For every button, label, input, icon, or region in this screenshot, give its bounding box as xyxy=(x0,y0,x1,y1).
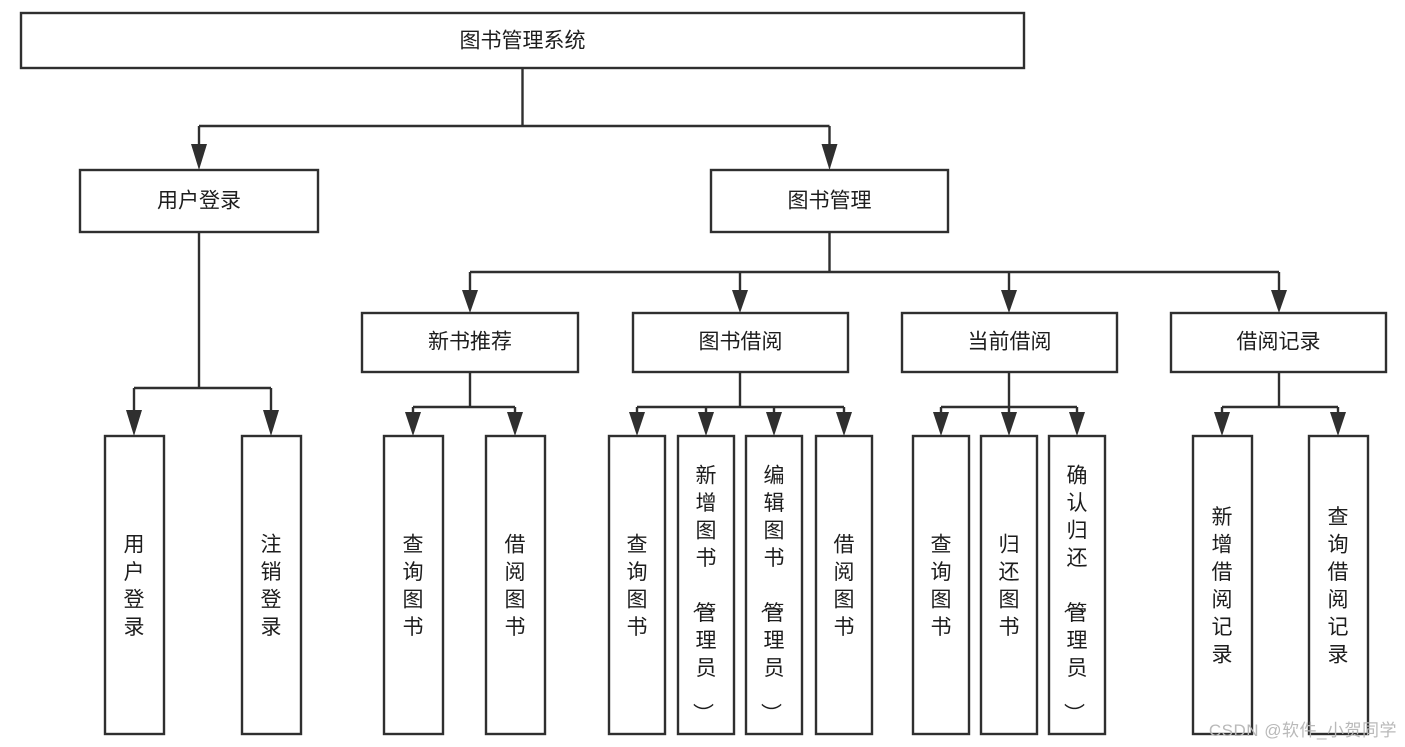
leaf-newbook-borrow-book-label: 借阅图书 xyxy=(505,533,526,639)
leaf-record-add-label: 新增借阅记录 xyxy=(1212,506,1233,667)
leaf-newbook-query-book[interactable]: 查询图书 xyxy=(382,434,445,736)
node-book-management-box[interactable] xyxy=(709,168,950,234)
arrow-head-leaf-current-confirm xyxy=(1069,412,1085,436)
arrow-head-leaf-borrow-lend xyxy=(836,412,852,436)
leaf-user-login[interactable]: 用户登录 xyxy=(103,434,166,736)
node-root-book-management-system[interactable]: 图书管理系统 xyxy=(19,11,1026,70)
node-book-borrow-box[interactable] xyxy=(631,311,850,374)
node-root-label: 图书管理系统 xyxy=(460,30,586,53)
node-book-borrow-label: 图书借阅 xyxy=(699,331,783,354)
node-current-borrow-label: 当前借阅 xyxy=(968,331,1052,354)
csdn-watermark: CSDN @软件_小贺同学 xyxy=(1208,721,1397,740)
connector-group-new-book-recommend xyxy=(405,372,523,436)
node-current-borrow-box[interactable] xyxy=(900,311,1119,374)
leaf-user-login-box[interactable] xyxy=(103,434,166,736)
leaf-borrow-edit-book-box[interactable] xyxy=(744,434,804,736)
leaf-borrow-lend-book-box[interactable] xyxy=(814,434,874,736)
leaf-user-login-label: 用户登录 xyxy=(124,533,145,639)
leaf-record-query-box[interactable] xyxy=(1307,434,1370,736)
arrow-head-borrow-record xyxy=(1271,290,1287,313)
leaf-borrow-add-book-box[interactable] xyxy=(676,434,736,736)
node-new-book-recommend-box[interactable] xyxy=(360,311,580,374)
connector-group-book-borrow xyxy=(629,372,852,436)
node-book-management[interactable]: 图书管理 xyxy=(709,168,950,234)
leaf-current-return-book-box[interactable] xyxy=(979,434,1039,736)
leaf-newbook-query-book-box[interactable] xyxy=(382,434,445,736)
leaf-borrow-add-book-label: 新增图书（管理员） xyxy=(691,465,717,724)
arrow-head-leaf-record-query xyxy=(1330,412,1346,436)
leaf-borrow-edit-book-label: 编辑图书（管理员） xyxy=(759,465,785,724)
leaf-record-add[interactable]: 新增借阅记录 xyxy=(1191,434,1254,736)
leaf-borrow-lend-book-label: 借阅图书 xyxy=(834,533,855,639)
node-new-book-recommend[interactable]: 新书推荐 xyxy=(360,311,580,374)
leaf-newbook-query-book-label: 查询图书 xyxy=(403,533,424,639)
leaf-logout-box[interactable] xyxy=(240,434,303,736)
arrow-head-book-manage xyxy=(821,144,838,170)
leaf-borrow-query-book-label: 查询图书 xyxy=(627,533,648,639)
node-current-borrow[interactable]: 当前借阅 xyxy=(900,311,1119,374)
arrow-head-book-borrow xyxy=(732,290,748,313)
leaf-borrow-add-book[interactable]: 新增图书（管理员） xyxy=(676,434,736,736)
node-user-login-box[interactable] xyxy=(78,168,320,234)
leaf-current-return-book[interactable]: 归还图书 xyxy=(979,434,1039,736)
leaf-current-query-book[interactable]: 查询图书 xyxy=(911,434,971,736)
connector-group-borrow-record xyxy=(1214,372,1346,436)
leaf-current-return-book-label: 归还图书 xyxy=(999,533,1020,639)
node-book-management-label: 图书管理 xyxy=(788,190,872,213)
leaf-record-query-label: 查询借阅记录 xyxy=(1328,506,1349,667)
arrow-head-leaf-newbook-borrow xyxy=(507,412,523,436)
leaf-record-add-box[interactable] xyxy=(1191,434,1254,736)
node-user-login-label: 用户登录 xyxy=(157,190,241,213)
leaf-borrow-query-book-box[interactable] xyxy=(607,434,667,736)
leaf-logout-label: 注销登录 xyxy=(261,533,282,639)
arrow-head-leaf-borrow-add xyxy=(698,412,714,436)
arrow-head-leaf-record-add xyxy=(1214,412,1230,436)
connector-group-book-manage xyxy=(462,232,1287,313)
arrow-head-current-borrow xyxy=(1001,290,1017,313)
node-borrow-record[interactable]: 借阅记录 xyxy=(1169,311,1388,374)
arrow-head-leaf-current-return xyxy=(1001,412,1017,436)
leaf-borrow-query-book[interactable]: 查询图书 xyxy=(607,434,667,736)
node-new-book-recommend-label: 新书推荐 xyxy=(428,331,512,354)
connector-group-user-login xyxy=(126,232,279,436)
node-user-login[interactable]: 用户登录 xyxy=(78,168,320,234)
leaf-current-confirm-return-box[interactable] xyxy=(1047,434,1107,736)
node-root-box[interactable] xyxy=(19,11,1026,70)
arrow-head-leaf-user-login xyxy=(126,410,142,436)
node-borrow-record-box[interactable] xyxy=(1169,311,1388,374)
connector-group-root xyxy=(191,68,838,170)
node-borrow-record-label: 借阅记录 xyxy=(1237,331,1321,354)
leaf-current-query-book-label: 查询图书 xyxy=(931,533,952,639)
leaf-current-confirm-return-label: 确认归还（管理员） xyxy=(1062,465,1088,724)
arrow-head-leaf-borrow-query xyxy=(629,412,645,436)
arrow-head-leaf-newbook-query xyxy=(405,412,421,436)
arrow-head-user-login xyxy=(191,144,207,170)
leaf-newbook-borrow-book[interactable]: 借阅图书 xyxy=(484,434,547,736)
arrow-head-leaf-current-query xyxy=(933,412,949,436)
leaf-current-query-book-box[interactable] xyxy=(911,434,971,736)
leaf-logout[interactable]: 注销登录 xyxy=(240,434,303,736)
leaf-current-confirm-return[interactable]: 确认归还（管理员） xyxy=(1047,434,1107,736)
leaf-borrow-edit-book[interactable]: 编辑图书（管理员） xyxy=(744,434,804,736)
leaf-record-query[interactable]: 查询借阅记录 xyxy=(1307,434,1370,736)
arrow-head-leaf-logout xyxy=(263,410,279,436)
arrow-head-leaf-borrow-edit xyxy=(766,412,782,436)
node-book-borrow[interactable]: 图书借阅 xyxy=(631,311,850,374)
arrow-head-new-book-recommend xyxy=(462,290,478,313)
leaf-borrow-lend-book[interactable]: 借阅图书 xyxy=(814,434,874,736)
connector-group-current-borrow xyxy=(933,372,1085,436)
leaf-newbook-borrow-book-box[interactable] xyxy=(484,434,547,736)
